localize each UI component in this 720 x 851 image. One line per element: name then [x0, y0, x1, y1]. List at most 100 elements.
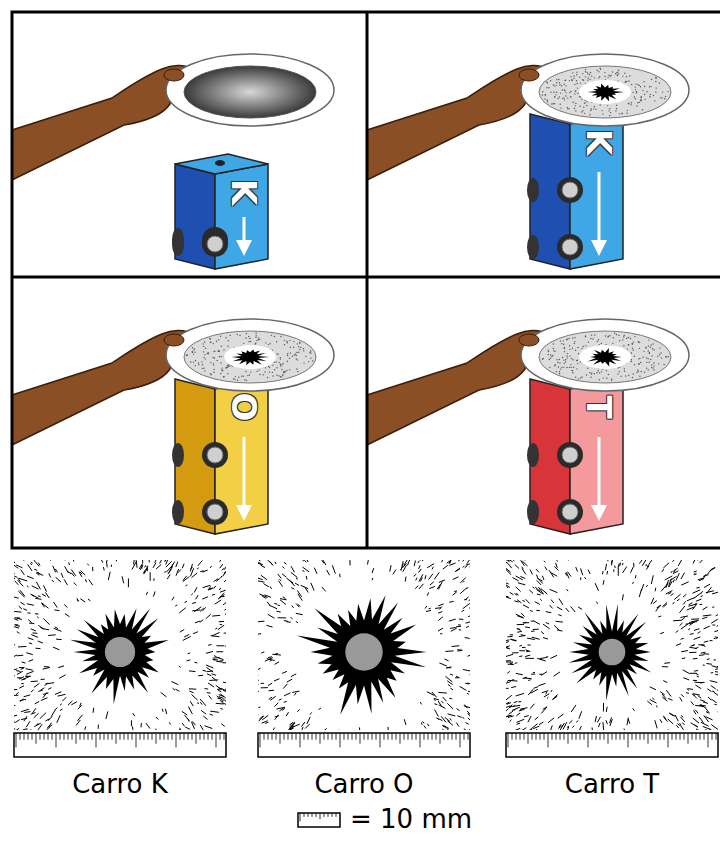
filing — [68, 701, 72, 705]
filing-dot — [564, 351, 565, 352]
filing — [146, 592, 147, 595]
filing-dot — [604, 76, 605, 77]
filing-dot — [553, 92, 554, 93]
filing — [188, 652, 191, 654]
filing — [297, 710, 299, 712]
filing-dot — [624, 368, 625, 369]
filing-dot — [577, 359, 578, 360]
filing — [195, 621, 200, 623]
filing-dot — [213, 372, 214, 373]
filing-dot — [554, 85, 555, 86]
ruler-tick — [436, 733, 437, 740]
filing — [468, 718, 470, 723]
filing — [463, 560, 466, 561]
filing — [206, 651, 213, 653]
filing — [552, 695, 557, 700]
car — [172, 379, 268, 534]
filing — [700, 591, 702, 594]
filing-dot — [310, 357, 311, 358]
filing-dot — [620, 376, 621, 377]
filing — [460, 588, 467, 594]
filing-dot — [644, 94, 645, 95]
filing-dot — [559, 373, 560, 374]
filing — [293, 724, 300, 727]
filing — [434, 572, 439, 579]
filing — [133, 713, 135, 716]
filing-dot — [218, 350, 219, 351]
filing — [541, 631, 544, 633]
thumb — [519, 69, 539, 81]
filing — [442, 729, 446, 730]
filings-pattern — [250, 556, 478, 757]
filing-dot — [581, 348, 582, 349]
filing — [16, 670, 20, 672]
filing — [189, 670, 196, 672]
filing — [429, 586, 434, 588]
wheel — [527, 235, 539, 259]
filing-dot — [545, 94, 546, 95]
filing — [17, 632, 20, 634]
filing — [450, 674, 453, 675]
filing-dot — [655, 81, 656, 82]
filing-dot — [622, 113, 623, 114]
filing — [222, 568, 225, 570]
filing-dot — [585, 345, 586, 346]
filing — [466, 621, 470, 623]
ruler-tick — [412, 733, 413, 740]
filing — [602, 571, 604, 574]
filing — [179, 666, 181, 667]
filing — [435, 607, 441, 609]
filing — [559, 724, 561, 727]
filing-dot — [639, 102, 640, 103]
filing-dot — [576, 80, 577, 81]
filing — [143, 566, 148, 573]
filing — [172, 597, 174, 600]
filing — [711, 699, 716, 703]
filing — [220, 576, 222, 578]
filing — [319, 708, 321, 709]
filing — [206, 667, 213, 672]
filing — [455, 569, 459, 571]
filing — [266, 625, 272, 627]
filing — [704, 715, 709, 722]
filing — [18, 578, 21, 582]
ruler-tick — [308, 733, 309, 740]
wheel — [557, 499, 583, 525]
filing-dot — [282, 373, 283, 374]
filing — [191, 593, 193, 595]
filing — [15, 581, 19, 585]
filing — [224, 632, 226, 633]
filing-dot — [575, 377, 576, 378]
filing-dot — [575, 103, 576, 104]
filing — [46, 725, 52, 730]
filing — [19, 560, 24, 561]
filing-dot — [628, 337, 629, 338]
filing-dot — [227, 365, 228, 366]
filing — [261, 687, 268, 688]
filing — [408, 560, 411, 563]
filing-dot — [269, 367, 270, 368]
filing — [400, 563, 406, 569]
filing — [132, 726, 133, 729]
filing — [212, 615, 220, 617]
filing-dot — [595, 108, 596, 109]
filing-dot — [567, 338, 568, 339]
filing — [447, 560, 451, 563]
filing — [280, 600, 286, 605]
filing — [533, 629, 539, 630]
filing — [278, 581, 282, 587]
filing — [579, 726, 581, 730]
filing-dot — [584, 103, 585, 104]
filing — [676, 630, 679, 632]
filing-dot — [617, 373, 618, 374]
panel — [367, 54, 689, 269]
filing-dot — [608, 374, 609, 375]
filing — [209, 695, 212, 699]
filing — [203, 585, 211, 587]
filing — [533, 726, 539, 729]
filing-dot — [546, 81, 547, 82]
filing — [207, 674, 211, 676]
filing-dot — [567, 97, 568, 98]
filing-dot — [552, 355, 553, 356]
filing — [516, 593, 518, 595]
